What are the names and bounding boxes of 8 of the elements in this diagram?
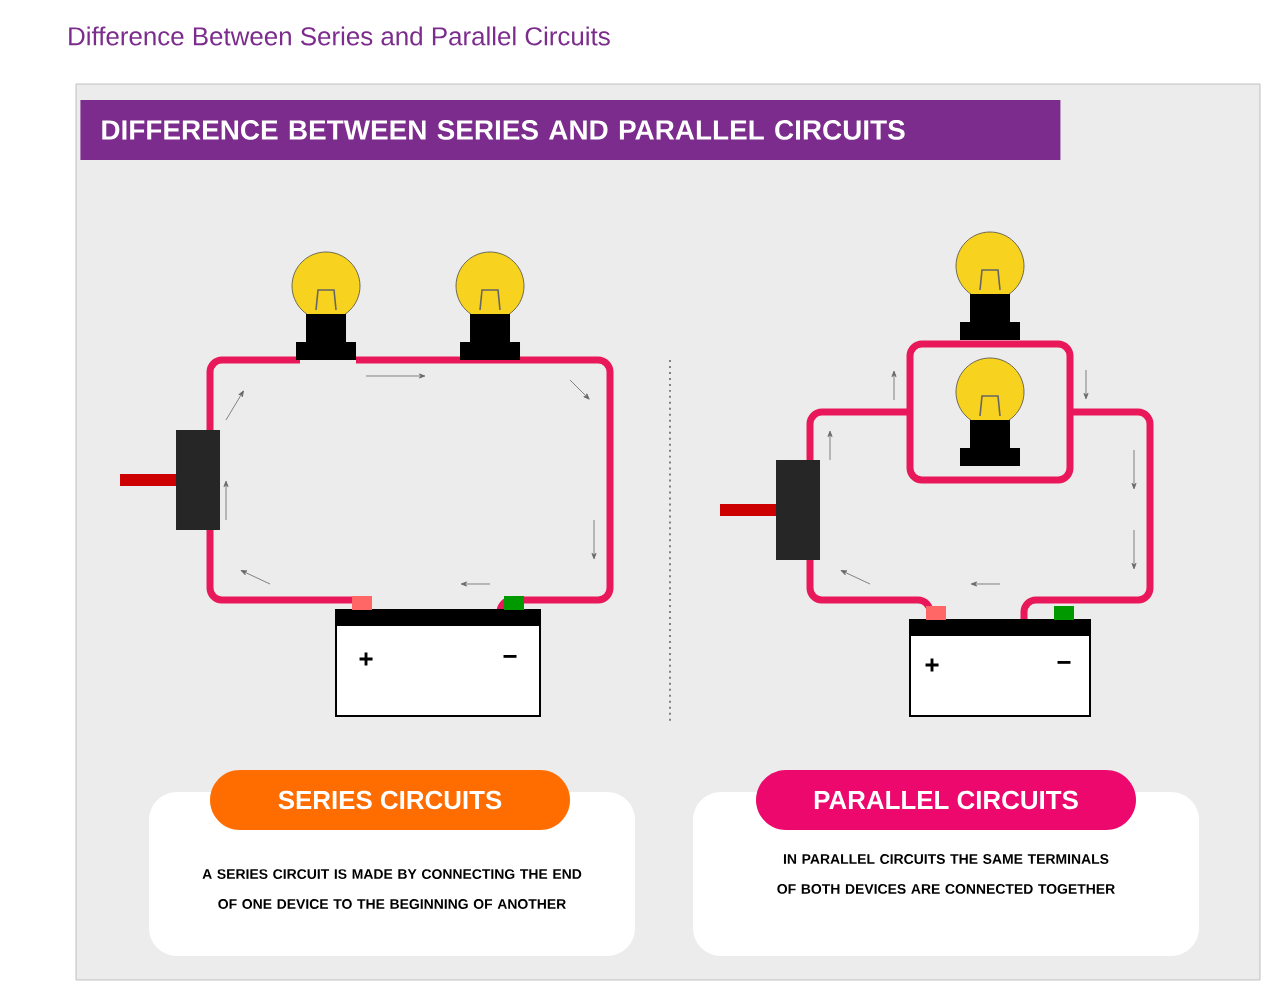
page-title: Difference Between Series and Parallel Circuits — [69, 26, 610, 46]
title-pill: SERIES CIRCUITS — [210, 770, 570, 830]
terminal-sign: − — [503, 654, 517, 658]
header-banner: DIFFERENCE BETWEEN SERIES AND PARALLEL CIRCUITS — [80, 100, 1061, 160]
title-pill: PARALLEL CIRCUITS — [756, 770, 1136, 830]
terminal-sign: + — [359, 652, 373, 666]
terminal-sign: − — [1057, 660, 1071, 664]
terminal-sign: + — [925, 658, 939, 672]
